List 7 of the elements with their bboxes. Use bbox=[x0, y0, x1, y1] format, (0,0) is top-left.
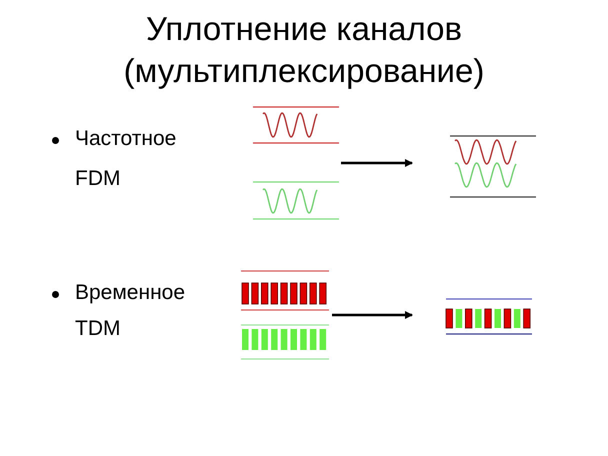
bullet-text: TDM bbox=[75, 316, 120, 342]
slide-title: Уплотнение каналов (мультиплексирование) bbox=[122, 9, 486, 91]
bullet-text: FDM bbox=[75, 166, 120, 192]
bullet-text: Частотное bbox=[75, 126, 176, 152]
arrow bbox=[332, 311, 413, 319]
arrow bbox=[341, 159, 413, 167]
bullet-text: Временное bbox=[75, 280, 186, 306]
